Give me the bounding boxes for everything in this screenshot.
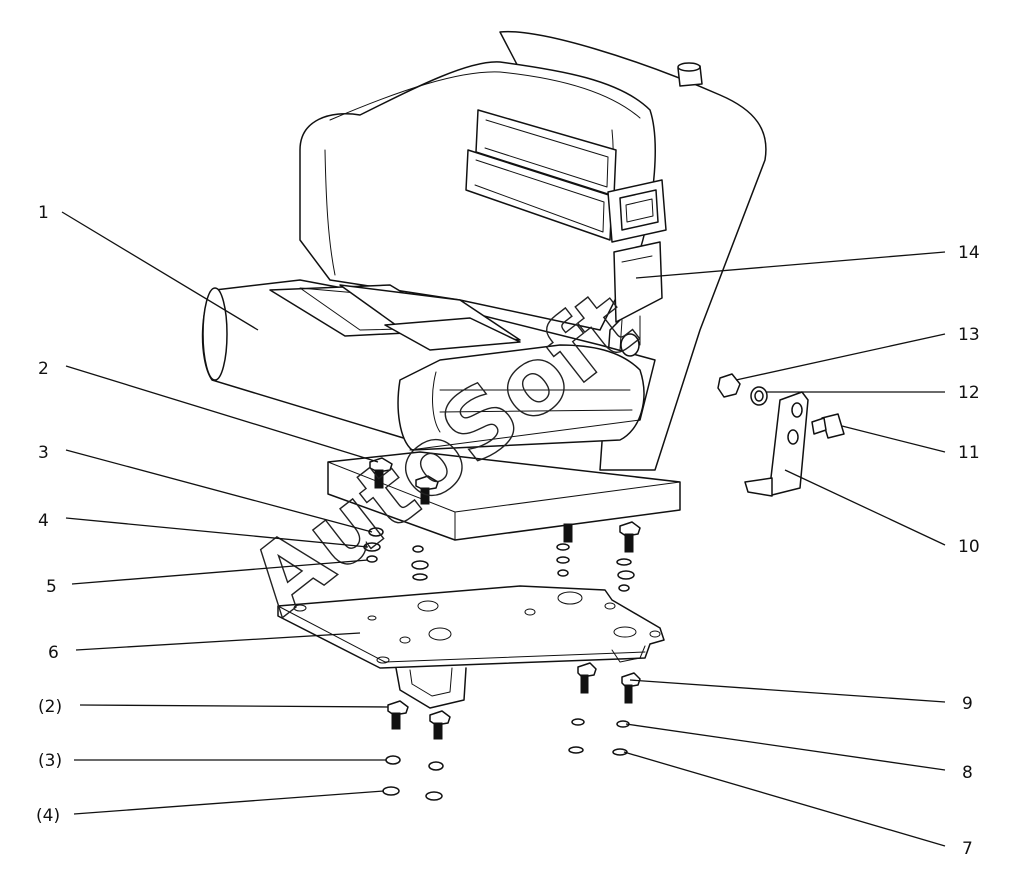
bracket	[744, 391, 809, 497]
lower-hardware	[382, 662, 641, 801]
callout-7: 7	[962, 839, 973, 859]
nut-13	[717, 373, 741, 398]
callout-14: 14	[958, 243, 980, 263]
seat-belt-buckle	[607, 179, 667, 357]
callout-1: 1	[38, 203, 49, 223]
callout-13: 13	[958, 325, 980, 345]
callout-6: 6	[48, 643, 59, 663]
callout-9: 9	[962, 694, 973, 714]
callout-11: 11	[958, 443, 980, 463]
callout-labels: 1 2 3 4 5 6 (2) (3) (4) 7 8 9 10 11 12 1…	[36, 203, 980, 859]
seat-cushion	[201, 279, 656, 451]
washer-12	[750, 386, 768, 406]
callout-12: 12	[958, 383, 980, 403]
callout-5: 5	[46, 577, 57, 597]
seat-base-frame	[327, 419, 681, 541]
callout-3: 3	[38, 443, 49, 463]
callout-10: 10	[958, 537, 980, 557]
mounting-plate	[277, 585, 665, 709]
bolt-11	[811, 413, 845, 439]
callout-4b: (4)	[36, 806, 60, 826]
callout-8: 8	[962, 763, 973, 783]
callout-2b: (2)	[38, 697, 62, 717]
callout-4: 4	[38, 511, 49, 531]
callout-3b: (3)	[38, 751, 62, 771]
leader-lines	[61, 211, 946, 847]
callout-2: 2	[38, 359, 49, 379]
